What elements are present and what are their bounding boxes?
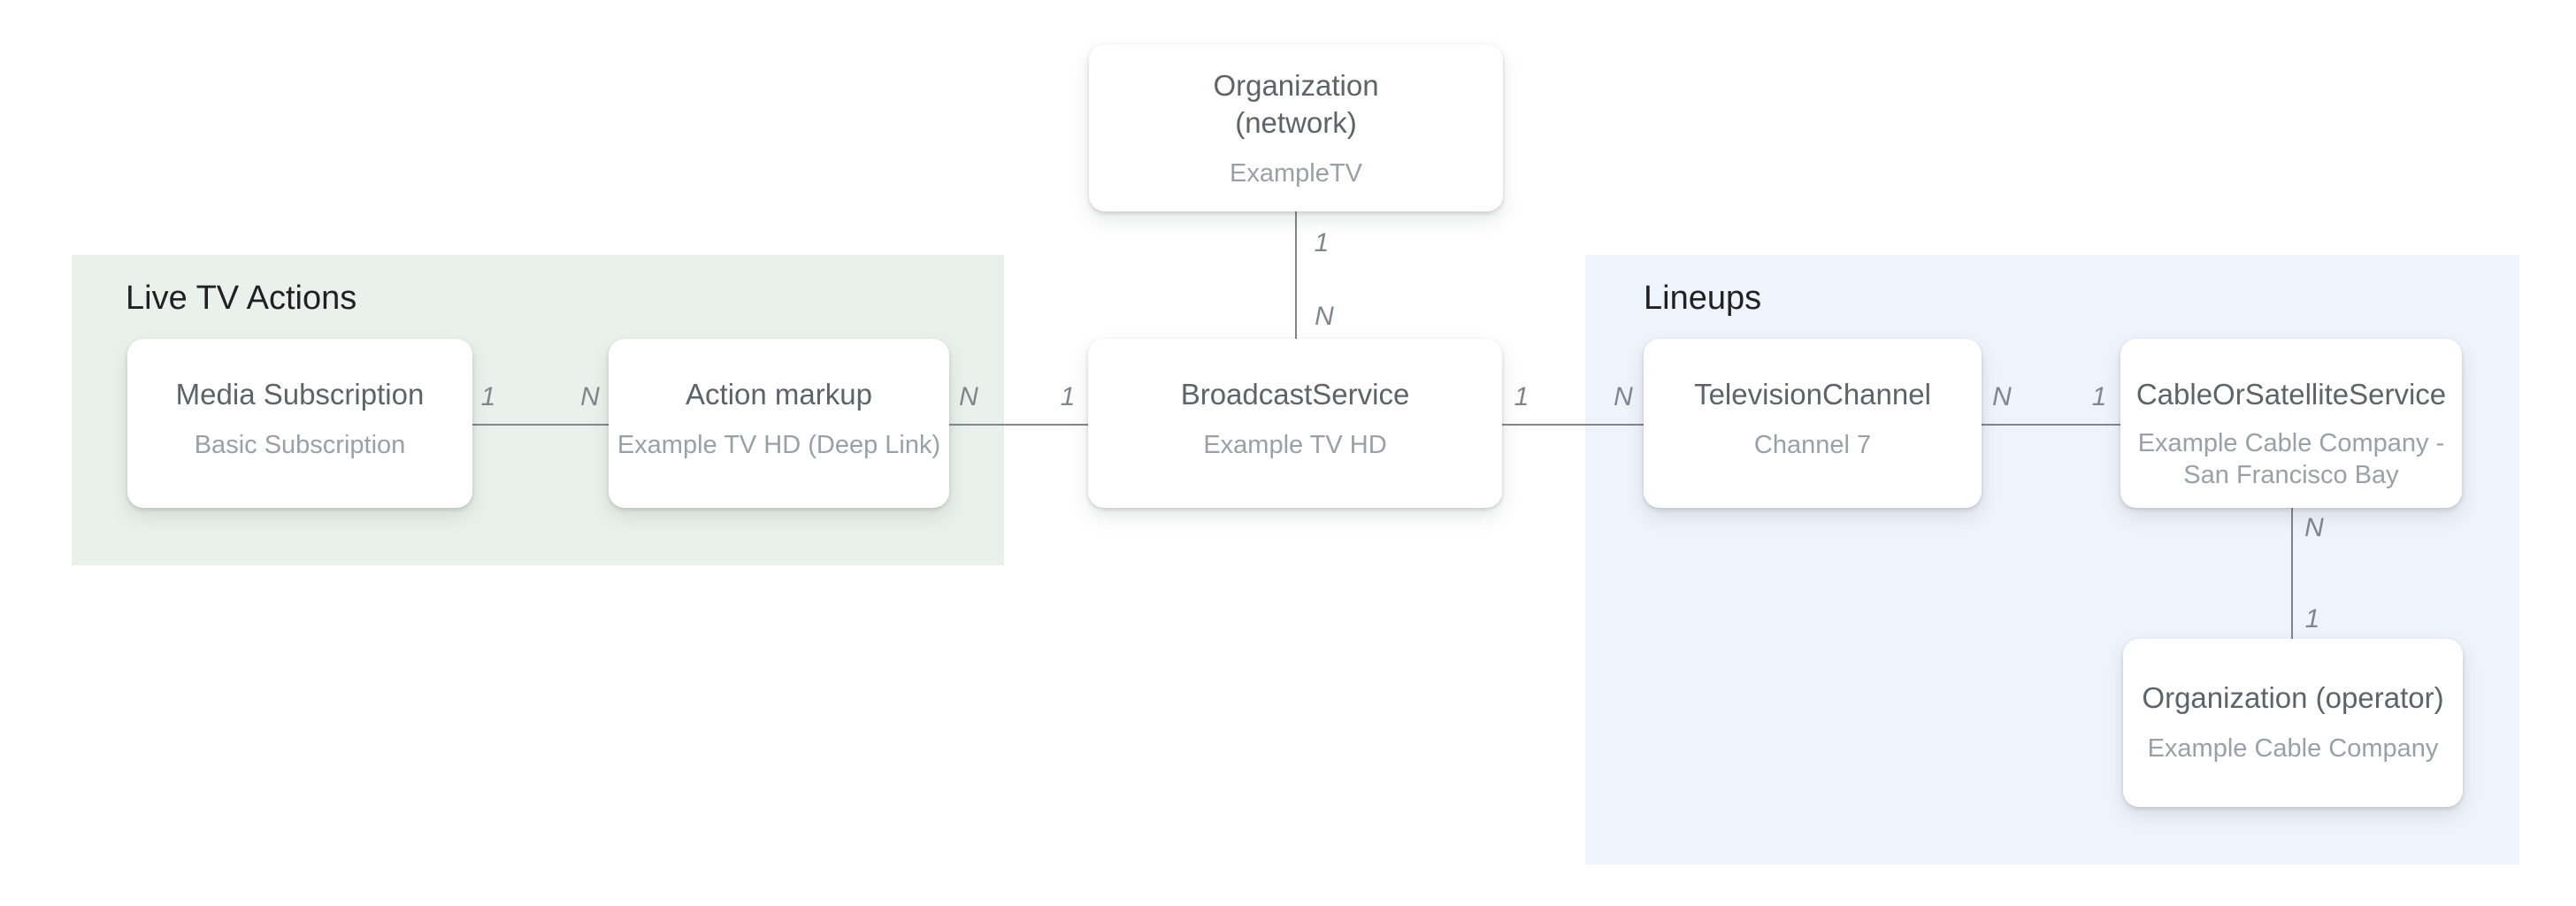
node-title: TelevisionChannel xyxy=(1694,376,1931,413)
node-title-line: Organization xyxy=(1213,69,1379,102)
node-subtitle: Example TV HD (Deep Link) xyxy=(617,429,940,461)
node-title-line: Organization (operator) xyxy=(2142,681,2444,714)
cardinality-label: 1 xyxy=(1060,382,1076,411)
node-subtitle-line: Channel 7 xyxy=(1753,431,1872,459)
live-tv-actions-title: Live TV Actions xyxy=(126,280,357,317)
cardinality-label: 1 xyxy=(2091,382,2107,411)
cardinality-label: 1 xyxy=(1514,382,1530,411)
lineups-title: Lineups xyxy=(1644,280,1762,317)
connector-mediasub-actionmarkup xyxy=(472,424,609,426)
connector-cable-operator xyxy=(2291,508,2293,639)
cardinality-label: 1 xyxy=(480,382,496,411)
connector-broadcast-channel xyxy=(1502,424,1644,426)
node-subtitle-line: Example TV HD (Deep Link) xyxy=(617,431,941,459)
node-subtitle-line: Example TV HD xyxy=(1203,431,1387,459)
node-title-line: TelevisionChannel xyxy=(1694,378,1931,411)
node-media-subscription: Media Subscription Basic Subscription xyxy=(127,339,472,508)
cardinality-label: N xyxy=(959,382,978,411)
cardinality-label: 1 xyxy=(1314,228,1330,257)
node-title: CableOrSatelliteService xyxy=(2136,376,2446,413)
node-action-markup: Action markup Example TV HD (Deep Link) xyxy=(609,339,949,508)
node-subtitle: ExampleTV xyxy=(1230,157,1362,189)
cardinality-label: N xyxy=(2304,513,2324,542)
cardinality-label: N xyxy=(1315,302,1334,331)
node-subtitle: Example TV HD xyxy=(1203,429,1386,461)
cardinality-label: N xyxy=(1992,382,2012,411)
node-title: Organization (operator) xyxy=(2142,680,2443,717)
node-broadcast-service: BroadcastService Example TV HD xyxy=(1088,339,1502,508)
node-title-line: BroadcastService xyxy=(1180,378,1410,411)
node-subtitle-line: Basic Subscription xyxy=(194,431,406,459)
connector-network-broadcast xyxy=(1295,211,1297,339)
node-title-line: Action markup xyxy=(686,378,872,411)
node-title-line: CableOrSatelliteService xyxy=(2135,378,2447,411)
node-subtitle-line: Example Cable Company - xyxy=(2137,429,2445,457)
cardinality-label: N xyxy=(580,382,600,411)
node-title: Media Subscription xyxy=(176,376,425,413)
node-subtitle: Example Cable Company xyxy=(2148,733,2439,764)
node-title: BroadcastService xyxy=(1181,376,1410,413)
node-subtitle-line: Example Cable Company xyxy=(2147,734,2439,763)
node-organization-operator: Organization (operator) Example Cable Co… xyxy=(2123,639,2463,807)
cardinality-label: N xyxy=(1614,382,1633,411)
node-title-line: (network) xyxy=(1235,106,1357,139)
node-subtitle: Basic Subscription xyxy=(195,429,406,461)
node-title-line: Media Subscription xyxy=(175,378,425,411)
node-title: Action markup xyxy=(686,376,872,413)
connector-channel-cable xyxy=(1982,424,2120,426)
node-subtitle-line: San Francisco Bay xyxy=(2183,461,2399,489)
node-title: Organization (network) xyxy=(1213,67,1378,142)
connector-actionmarkup-broadcast xyxy=(949,424,1088,426)
cardinality-label: 1 xyxy=(2304,604,2320,633)
node-organization-network: Organization (network) ExampleTV xyxy=(1089,44,1503,211)
node-subtitle-line: ExampleTV xyxy=(1230,159,1362,188)
node-subtitle: Channel 7 xyxy=(1754,429,1871,461)
node-subtitle: Example Cable Company - San Francisco Ba… xyxy=(2138,427,2445,491)
node-television-channel: TelevisionChannel Channel 7 xyxy=(1644,339,1982,508)
node-cable-or-satellite-service: CableOrSatelliteService Example Cable Co… xyxy=(2120,339,2462,508)
